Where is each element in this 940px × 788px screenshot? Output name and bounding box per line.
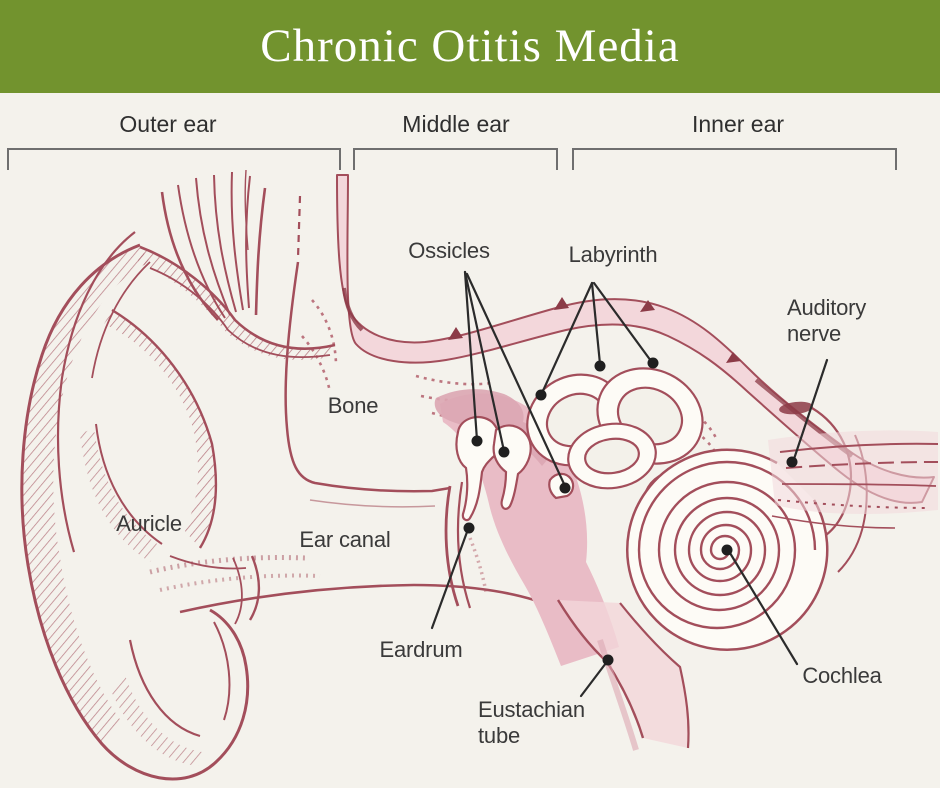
label-labyrinth: Labyrinth — [568, 242, 658, 267]
label-ear-canal: Ear canal — [299, 527, 391, 552]
outer-ear-bracket — [7, 148, 341, 170]
inner-ear-bracket — [572, 148, 897, 170]
auricle-drawing — [20, 169, 336, 781]
label-cochlea: Cochlea — [802, 663, 882, 688]
cochlea-spiral — [637, 460, 817, 630]
page-title: Chronic Otitis Media — [260, 20, 680, 72]
label-eustachian-tube: Eustachian tube — [478, 697, 585, 749]
label-auricle: Auricle — [116, 511, 182, 536]
region-brackets — [7, 148, 897, 170]
middle-ear-bracket — [353, 148, 558, 170]
label-eardrum: Eardrum — [379, 637, 463, 662]
label-ossicles: Ossicles — [408, 238, 490, 263]
hair-tuft — [160, 169, 267, 321]
leader-lines — [430, 270, 829, 698]
region-label-inner-ear: Inner ear — [691, 111, 785, 137]
region-label-outer-ear: Outer ear — [119, 111, 217, 137]
title-banner: Chronic Otitis Media — [0, 0, 940, 93]
region-label-middle-ear: Middle ear — [402, 111, 510, 137]
auditory-nerve-drawing — [768, 401, 939, 529]
eardrum-drawing — [444, 481, 472, 609]
label-bone: Bone — [327, 393, 379, 418]
label-auditory-nerve: Auditory nerve — [787, 295, 867, 347]
